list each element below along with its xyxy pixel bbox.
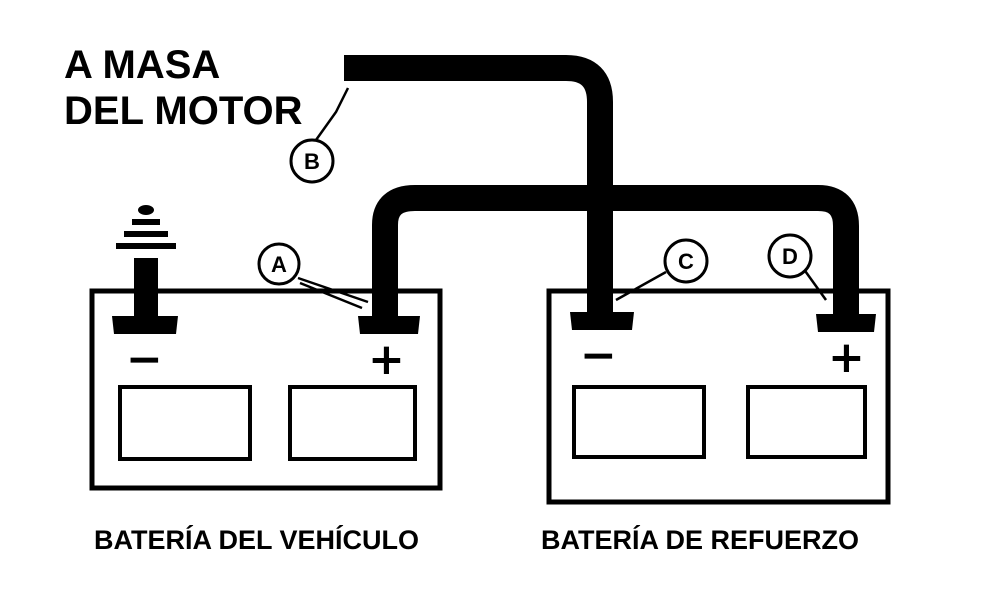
booster-battery-cell-left — [572, 385, 706, 459]
booster-battery: − + — [546, 288, 891, 505]
heading-line-2: DEL MOTOR — [64, 89, 303, 133]
booster-battery-cell-right — [746, 385, 867, 459]
callout-a-label: A — [271, 252, 287, 277]
booster-positive-sign: + — [828, 332, 865, 383]
heading-line-1: A MASA — [64, 43, 220, 87]
callout-d-label: D — [782, 244, 798, 269]
vehicle-battery-caption: BATERÍA DEL VEHÍCULO — [94, 524, 419, 555]
vehicle-negative-sign: − — [126, 334, 163, 385]
booster-battery-caption: BATERÍA DE REFUERZO — [541, 524, 859, 555]
vehicle-battery-cell-right — [288, 385, 417, 461]
vehicle-positive-terminal — [358, 316, 420, 334]
callout-b-label: B — [304, 149, 320, 174]
callout-d: D — [767, 233, 813, 279]
callout-c-label: C — [678, 249, 694, 274]
callout-leaders — [297, 87, 828, 310]
ground-symbol-icon — [116, 205, 176, 320]
booster-positive-terminal — [816, 314, 876, 332]
booster-negative-sign: − — [580, 330, 617, 381]
positive-jumper-cable — [372, 185, 859, 318]
callout-b: B — [289, 138, 335, 184]
vehicle-battery-cell-left — [118, 385, 252, 461]
ground-jumper-cable — [344, 55, 613, 318]
callout-c: C — [663, 238, 709, 284]
vehicle-negative-terminal — [112, 316, 178, 334]
callout-a: A — [257, 242, 301, 286]
vehicle-positive-sign: + — [368, 334, 405, 385]
vehicle-battery: − + — [89, 288, 443, 491]
booster-negative-terminal — [570, 312, 634, 330]
